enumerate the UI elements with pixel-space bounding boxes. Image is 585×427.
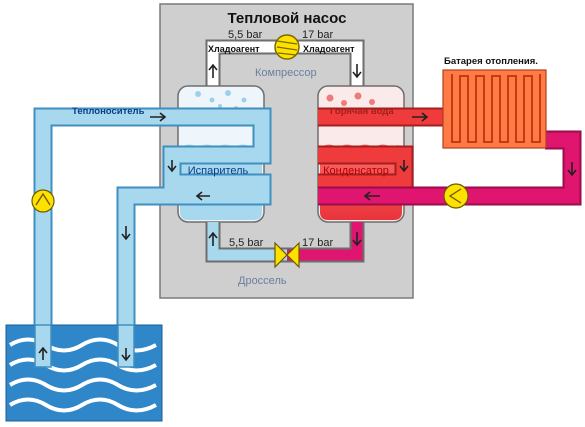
radiator-icon <box>442 69 547 149</box>
coolant-label: Теплоноситель <box>72 106 145 117</box>
compressor-label: Компрессор <box>255 67 317 79</box>
flow-arrow-icon <box>567 162 577 177</box>
pressure-label-bottom-right: 17 bar <box>302 237 334 249</box>
flow-arrow-icon <box>195 191 210 201</box>
pump-icon <box>443 183 469 209</box>
pressure-label-top-left: 5,5 bar <box>228 29 263 41</box>
condenser-label: Конденсатор <box>323 165 389 177</box>
flow-arrow-icon <box>363 191 380 201</box>
flow-arrow-icon <box>352 232 362 247</box>
flow-arrow-icon <box>150 112 167 122</box>
flow-arrow-icon <box>412 112 429 122</box>
refrigerant-label-right: Хладоагент <box>303 44 355 54</box>
throttle-valve-icon <box>274 241 300 269</box>
flow-arrow-icon <box>38 346 48 360</box>
coolant-pipe-intake <box>34 324 52 368</box>
flow-arrow-icon <box>121 226 131 241</box>
pump-icon <box>31 189 55 213</box>
hot-water-label: Горячая вода <box>330 106 394 117</box>
flow-arrow-icon <box>208 231 218 246</box>
pressure-label-bottom-left: 5,5 bar <box>229 237 264 249</box>
flow-arrow-icon <box>208 63 218 78</box>
flow-arrow-icon <box>121 348 131 362</box>
evaporator-label: Испаритель <box>188 165 249 177</box>
flow-arrow-icon <box>399 160 409 173</box>
compressor-icon <box>274 34 300 60</box>
flow-arrow-icon <box>167 160 177 173</box>
diagram-title: Тепловой насос <box>228 10 347 27</box>
radiator-label: Батарея отопления. <box>444 56 538 67</box>
refrigerant-label-left: Хладоагент <box>208 44 260 54</box>
pressure-label-top-right: 17 bar <box>302 29 334 41</box>
throttle-label: Дроссель <box>238 275 287 287</box>
water-reservoir <box>5 324 163 422</box>
coolant-pipe-return <box>117 324 135 368</box>
flow-arrow-icon <box>352 64 362 79</box>
